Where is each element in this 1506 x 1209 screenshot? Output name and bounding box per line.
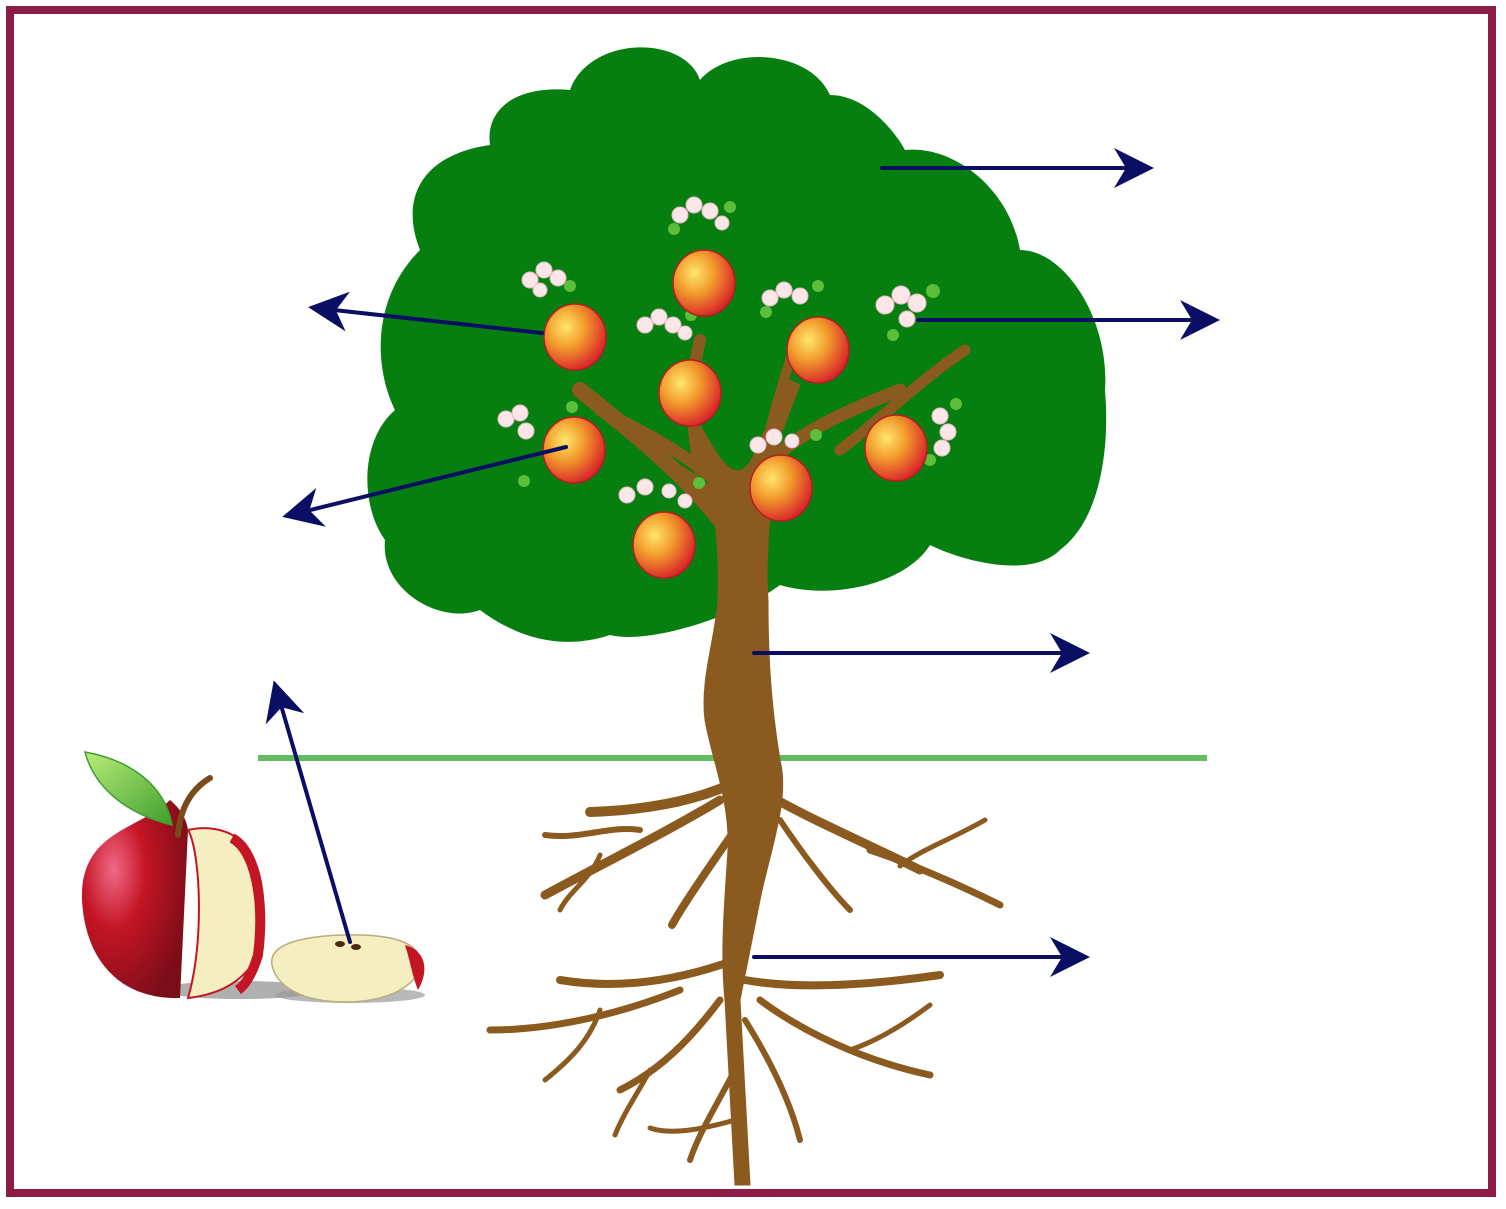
apple-6	[750, 455, 812, 521]
apple-4	[787, 317, 849, 383]
apple-1	[544, 304, 606, 370]
apple-8	[633, 512, 695, 578]
apple-slice-icon	[272, 935, 425, 1003]
apple-7	[865, 415, 927, 481]
arrow-seed	[276, 688, 350, 942]
apple-2	[673, 250, 735, 316]
apple-3	[659, 360, 721, 426]
